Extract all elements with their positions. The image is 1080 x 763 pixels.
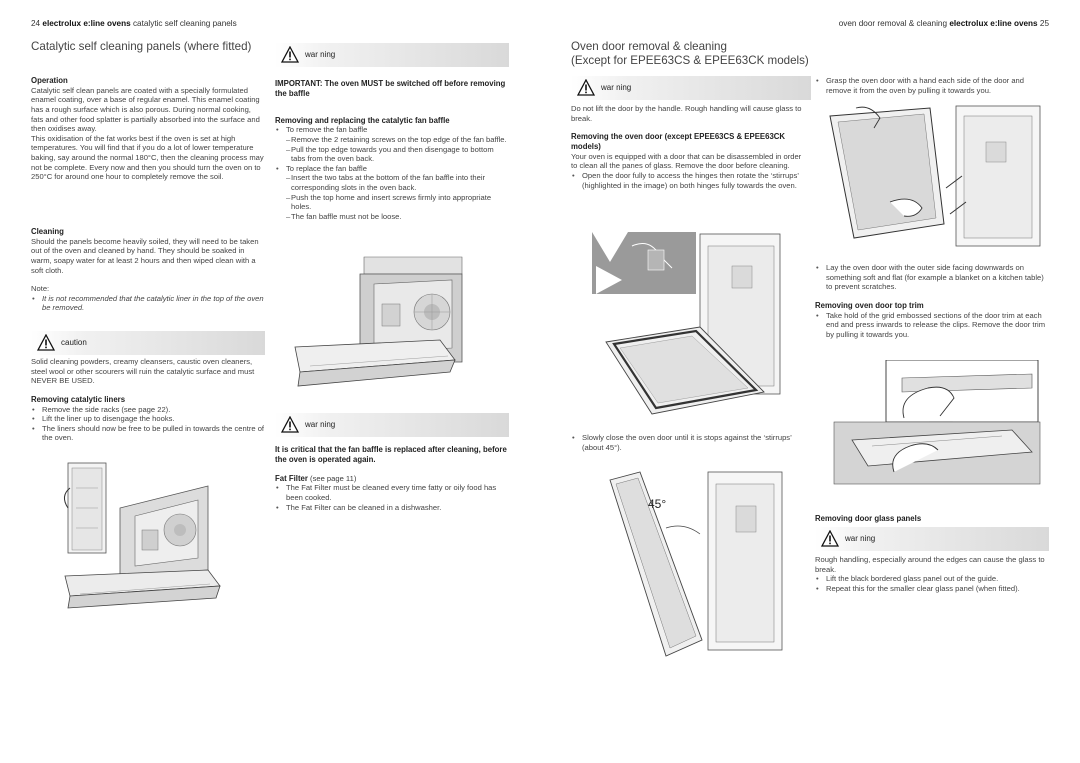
fat-filter-page-ref: (see page 11) bbox=[307, 473, 357, 483]
column-1: Operation Catalytic self clean panels ar… bbox=[31, 76, 265, 182]
column-4-bottom: Rough handling, especially around the ed… bbox=[815, 555, 1051, 593]
glass-panels-heading: Removing door glass panels bbox=[815, 514, 922, 523]
grasp-door-step: Grasp the oven door with a hand each sid… bbox=[815, 76, 1051, 95]
fat-filter-heading-line: Fat Filter (see page 11) bbox=[275, 474, 509, 484]
liners-section: Solid cleaning powders, creamy cleansers… bbox=[31, 357, 265, 443]
right-brand: electrolux e:line ovens bbox=[949, 19, 1038, 28]
glass-step-1: Lift the black bordered glass panel out … bbox=[815, 574, 1051, 584]
remove-step-1: Remove the 2 retaining screws on the top… bbox=[275, 135, 509, 145]
left-section-title: catalytic self cleaning panels bbox=[132, 19, 237, 28]
left-page-header: 24 electrolux e:line ovens catalytic sel… bbox=[31, 19, 237, 29]
fat-filter-item-2: The Fat Filter can be cleaned in a dishw… bbox=[275, 503, 509, 513]
liners-heading: Removing catalytic liners bbox=[31, 394, 126, 404]
cleaning-paragraph: Should the panels become heavily soiled,… bbox=[31, 236, 259, 275]
close-door-step: Slowly close the oven door until it is s… bbox=[571, 433, 807, 452]
critical-text: It is critical that the fan baffle is re… bbox=[275, 445, 507, 464]
liners-step-3: The liners should now be free to be pull… bbox=[31, 424, 265, 443]
warning-1-icon bbox=[281, 46, 299, 63]
door-trim-illustration bbox=[832, 359, 1042, 486]
remove-baffle-item: To remove the fan baffle bbox=[275, 125, 509, 135]
glass-warning-label: war ning bbox=[845, 534, 876, 543]
column-3-top: Do not lift the door by the handle. Roug… bbox=[571, 104, 807, 190]
fan-baffle-illustration bbox=[290, 252, 490, 400]
operation-paragraph-2: This oxidisation of the fat works best i… bbox=[31, 133, 264, 182]
liners-step-1: Remove the side racks (see page 22). bbox=[31, 405, 265, 415]
fat-filter-item-1: The Fat Filter must be cleaned every tim… bbox=[275, 483, 509, 502]
caution-warning-icon bbox=[37, 334, 55, 351]
stirrups-step: Open the door fully to access the hinges… bbox=[571, 171, 807, 190]
glass-warning-box: war ning bbox=[815, 527, 1049, 551]
warning-box-1: war ning bbox=[275, 43, 509, 67]
door-warning-text: Do not lift the door by the handle. Roug… bbox=[571, 104, 802, 123]
lay-door-step: Lay the oven door with the outer side fa… bbox=[815, 263, 1051, 292]
replace-baffle-item: To replace the fan baffle bbox=[275, 164, 509, 174]
fan-baffle-heading: Removing and replacing the catalytic fan… bbox=[275, 115, 450, 125]
right-section-title: oven door removal & cleaning bbox=[838, 19, 948, 28]
door-removal-illustration bbox=[826, 104, 1042, 254]
door-stirrups-illustration bbox=[592, 232, 782, 420]
fat-filter-heading: Fat Filter bbox=[275, 473, 308, 483]
caution-label: caution bbox=[61, 338, 87, 347]
note-label: Note: bbox=[31, 284, 50, 294]
column-4-middle: Lay the oven door with the outer side fa… bbox=[815, 263, 1051, 339]
remove-door-paragraph: Your oven is equipped with a door that c… bbox=[571, 151, 802, 171]
operation-paragraph-1: Catalytic self clean panels are coated w… bbox=[31, 85, 260, 134]
column-4-top: Grasp the oven door with a hand each sid… bbox=[815, 76, 1051, 95]
right-page-header: oven door removal & cleaning electrolux … bbox=[839, 19, 1049, 29]
note-text: It is not recommended that the catalytic… bbox=[31, 294, 265, 313]
warning-1-label: war ning bbox=[305, 50, 336, 59]
caution-text: Solid cleaning powders, creamy cleansers… bbox=[31, 357, 255, 386]
angle-label: 45° bbox=[648, 497, 667, 511]
column-2-top: IMPORTANT: The oven MUST be switched off… bbox=[275, 79, 509, 221]
operation-heading: Operation bbox=[31, 76, 68, 85]
glass-warning-text: Rough handling, especially around the ed… bbox=[815, 555, 1045, 574]
trim-step: Take hold of the grid embossed sections … bbox=[815, 311, 1051, 340]
door-removal-title: Oven door removal & cleaning (Except for… bbox=[571, 40, 821, 67]
door-removal-title-line-1: Oven door removal & cleaning bbox=[571, 40, 727, 53]
remove-step-2: Pull the top edge towards you and then d… bbox=[275, 145, 509, 164]
replace-step-2: Push the top home and insert screws firm… bbox=[275, 193, 509, 212]
liners-step-2: Lift the liner up to disengage the hooks… bbox=[31, 414, 265, 424]
door-removal-title-line-2: (Except for EPEE63CS & EPEE63CK models) bbox=[571, 53, 809, 67]
remove-door-heading: Removing the oven door (except EPEE63CS … bbox=[571, 132, 786, 151]
warning-2-icon bbox=[281, 416, 299, 433]
replace-step-3: The fan baffle must not be loose. bbox=[275, 212, 509, 222]
door-warning-icon bbox=[577, 79, 595, 96]
cleaning-heading: Cleaning bbox=[31, 227, 64, 236]
door-45-degree-illustration: 45° bbox=[604, 470, 784, 658]
catalytic-title: Catalytic self cleaning panels (where fi… bbox=[31, 40, 252, 53]
column-2-bottom: It is critical that the fan baffle is re… bbox=[275, 445, 509, 512]
warning-box-2: war ning bbox=[275, 413, 509, 437]
right-page-number: 25 bbox=[1039, 19, 1049, 28]
trim-heading: Removing oven door top trim bbox=[815, 300, 924, 310]
glass-warning-icon bbox=[821, 530, 839, 547]
caution-box: caution bbox=[31, 331, 265, 355]
left-page-number: 24 bbox=[31, 19, 41, 28]
important-text: IMPORTANT: The oven MUST be switched off… bbox=[275, 79, 506, 98]
replace-step-1: Insert the two tabs at the bottom of the… bbox=[275, 173, 509, 192]
left-brand: electrolux e:line ovens bbox=[42, 19, 131, 28]
column-3-bottom: Slowly close the oven door until it is s… bbox=[571, 433, 807, 452]
catalytic-liner-illustration bbox=[40, 458, 240, 638]
glass-heading-wrap: Removing door glass panels bbox=[815, 514, 1051, 524]
warning-2-label: war ning bbox=[305, 420, 336, 429]
glass-step-2: Repeat this for the smaller clear glass … bbox=[815, 584, 1051, 594]
door-warning-box: war ning bbox=[571, 76, 811, 100]
door-warning-label: war ning bbox=[601, 83, 632, 92]
cleaning-section: Cleaning Should the panels become heavil… bbox=[31, 227, 265, 313]
